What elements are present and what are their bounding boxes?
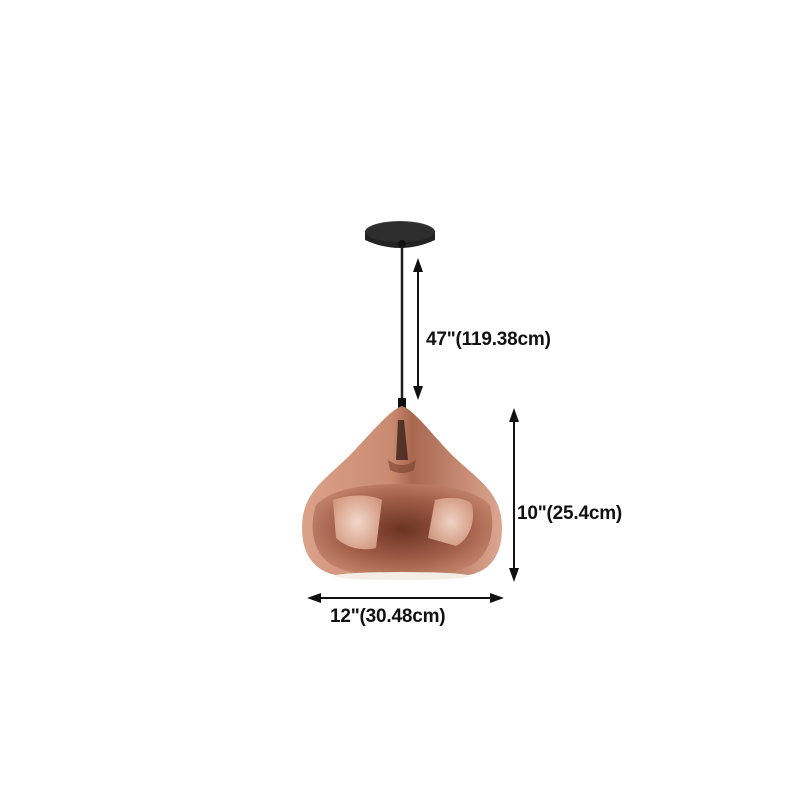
shade-width-label: 12"(30.48cm) — [330, 606, 446, 627]
height-arrow — [509, 408, 519, 582]
shade-height-label: 10"(25.4cm) — [517, 503, 623, 524]
copper-shade — [302, 406, 502, 580]
cord-length-arrow — [413, 258, 423, 400]
ceiling-canopy — [365, 221, 435, 248]
cord-length-label: 47"(119.38cm) — [426, 329, 551, 350]
width-arrow — [307, 593, 504, 603]
